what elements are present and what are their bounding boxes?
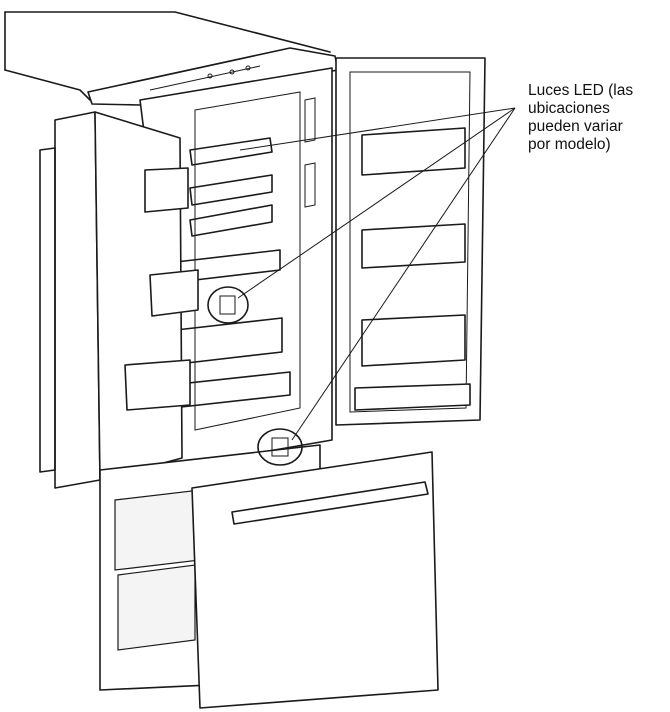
callout-line-1: Luces LED (las [528,82,634,99]
led-marker-mid [207,286,249,324]
led-lights-callout: Luces LED (las ubicaciones pueden variar… [528,82,668,154]
led-marker-low [257,428,303,466]
callout-line-2: ubicaciones [528,100,610,117]
callout-line-3: pueden variar [528,118,623,135]
callout-leader-lines [237,107,516,441]
freezer-drawer [99,444,439,709]
cabinet-outline [4,11,331,101]
left-door [39,111,199,489]
callout-line-4: por modelo) [528,136,611,153]
right-door [335,57,486,426]
led-light-markers [207,286,303,466]
